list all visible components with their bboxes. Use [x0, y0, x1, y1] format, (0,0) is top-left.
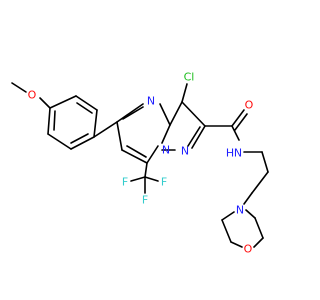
fluorine-label-left: F — [122, 176, 128, 189]
pyrimidine-nitrogen-label: N — [147, 95, 155, 108]
fluorine-label-bottom: F — [142, 194, 148, 207]
molecule-diagram: O N N N Cl O N H N O F F F — [11, 71, 269, 256]
chlorine-label: Cl — [184, 71, 195, 84]
morpholine-oxygen-label: O — [244, 243, 253, 256]
atom-labels: O N N N Cl O N H N O F F F — [28, 71, 254, 256]
amide-hydrogen-label: H — [226, 147, 234, 160]
bond-lines — [11, 82, 269, 248]
morpholine-nitrogen-label: N — [236, 204, 244, 217]
methoxy-oxygen-label: O — [28, 89, 37, 102]
fluorine-label-right: F — [161, 176, 167, 189]
carbonyl-oxygen-label: O — [245, 99, 254, 112]
pyrazole-nitrogen-label: N — [181, 145, 189, 158]
amide-nitrogen-label: N — [234, 147, 242, 160]
bridgehead-nitrogen-label: N — [162, 144, 170, 157]
